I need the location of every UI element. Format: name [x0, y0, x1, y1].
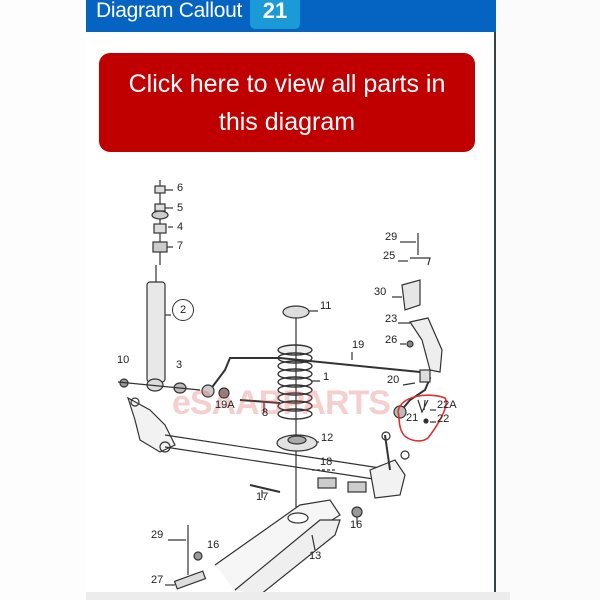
callout-label-29[interactable]: 29	[151, 529, 164, 541]
callout-label-23[interactable]: 23	[385, 313, 398, 325]
parts-diagram[interactable]: eSAABPARTS	[86, 160, 494, 592]
callout-label-7[interactable]: 7	[177, 240, 184, 252]
callout-label-2[interactable]: 2	[172, 299, 194, 321]
highlight-circle	[397, 394, 447, 442]
view-all-parts-button[interactable]: Click here to view all parts in this dia…	[99, 53, 475, 152]
header-title: Diagram Callout	[96, 0, 243, 22]
callout-label-27[interactable]: 27	[151, 574, 164, 586]
callout-label-12[interactable]: 12	[321, 432, 334, 444]
callout-label-1[interactable]: 1	[323, 371, 330, 383]
callout-label-6[interactable]: 6	[177, 182, 184, 194]
callout-label-16[interactable]: 16	[350, 519, 363, 531]
callout-label-22[interactable]: 22	[437, 413, 450, 425]
callout-label-17[interactable]: 17	[256, 491, 269, 503]
callout-label-22A[interactable]: 22A	[437, 399, 457, 411]
callout-label-18[interactable]: 18	[320, 456, 333, 468]
view-all-parts-label: Click here to view all parts in this dia…	[128, 69, 446, 136]
callout-label-26[interactable]: 26	[385, 334, 398, 346]
suspension-diagram-drawing	[117, 180, 447, 592]
callout-label-13[interactable]: 13	[309, 550, 322, 562]
callout-label-19[interactable]: 19	[352, 339, 365, 351]
bottom-scroll-edge	[86, 592, 510, 600]
callout-label-19A[interactable]: 19A	[215, 399, 235, 411]
callout-label-4[interactable]: 4	[177, 221, 184, 233]
callout-label-16[interactable]: 16	[207, 539, 220, 551]
callout-label-29[interactable]: 29	[385, 231, 398, 243]
callout-number-badge: 21	[250, 0, 300, 29]
callout-label-11[interactable]: 11	[320, 300, 332, 312]
diagram-callout-header: Diagram Callout 21	[86, 0, 496, 32]
right-margin	[496, 0, 600, 600]
callout-label-5[interactable]: 5	[177, 202, 184, 214]
callout-label-8[interactable]: 8	[262, 407, 269, 419]
callout-label-20[interactable]: 20	[387, 374, 400, 386]
callout-label-3[interactable]: 3	[176, 359, 183, 371]
callout-label-10[interactable]: 10	[117, 354, 130, 366]
callout-label-21[interactable]: 21	[406, 412, 419, 424]
left-margin	[0, 0, 86, 600]
callout-label-30[interactable]: 30	[374, 286, 387, 298]
callout-label-25[interactable]: 25	[383, 250, 396, 262]
